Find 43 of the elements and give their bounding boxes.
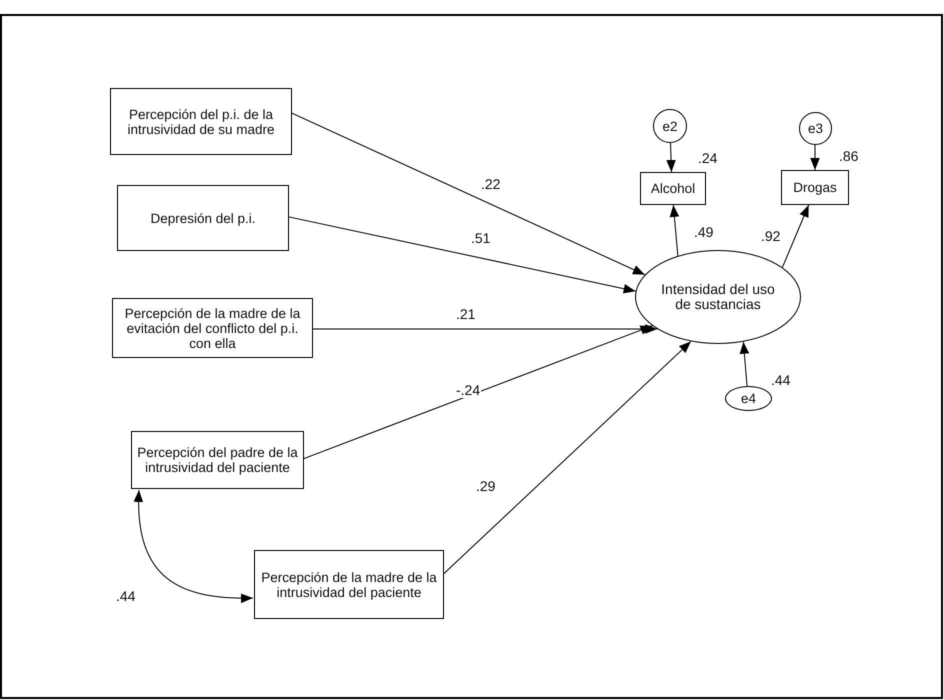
error-term-circle [725,386,772,411]
arrow [782,204,810,268]
observed-variable-box [110,88,292,155]
arrow [444,340,692,574]
node-label: e3 [808,121,824,136]
node-label: e2 [662,118,678,134]
path-coefficient: .49 [693,224,714,240]
path-coefficient: .29 [475,478,496,494]
error-term-circle [653,109,687,143]
arrow [292,112,646,276]
observed-variable-box [781,170,849,205]
path-coefficient: -.24 [455,382,482,398]
r-squared-value: .24 [697,150,718,166]
arrow [740,341,750,387]
arrow [810,144,820,170]
node-label: Percepción de la madre de la intrusividad del paciente [260,570,438,600]
observed-variable-box [112,298,313,358]
r-squared-value: .86 [838,148,860,164]
path-coefficient: .21 [455,306,476,322]
observed-variable-box [117,185,289,251]
node-label: Depresión del p.i. [150,210,256,226]
node-label: Percepción del p.i. de la intrusividad de su madre [126,106,276,136]
node-label: Intensidad del uso de sustancias [660,282,776,312]
path-coefficient: .92 [760,228,782,244]
arrow [304,325,653,460]
covariance-arrow [134,490,254,603]
path-coefficient: .51 [470,230,492,246]
node-label: Alcohol [650,181,696,196]
node-label: e4 [740,391,756,406]
r-squared-value: .44 [770,372,792,388]
node-label: Drogas [793,180,837,195]
arrow [288,216,636,294]
observed-variable-box [640,172,706,205]
arrow [670,204,680,256]
observed-variable-box [254,550,444,619]
arrow [312,324,658,334]
path-coefficient: .44 [115,588,136,604]
error-term-circle [799,112,832,145]
arrow [666,142,676,172]
observed-variable-box [131,431,304,489]
node-label: Percepción del padre de la intrusividad del paciente [136,445,299,475]
path-coefficient: .22 [480,176,502,192]
node-label: Percepción de la madre de la evitación del conflicto del p.i. con ella [124,306,302,350]
